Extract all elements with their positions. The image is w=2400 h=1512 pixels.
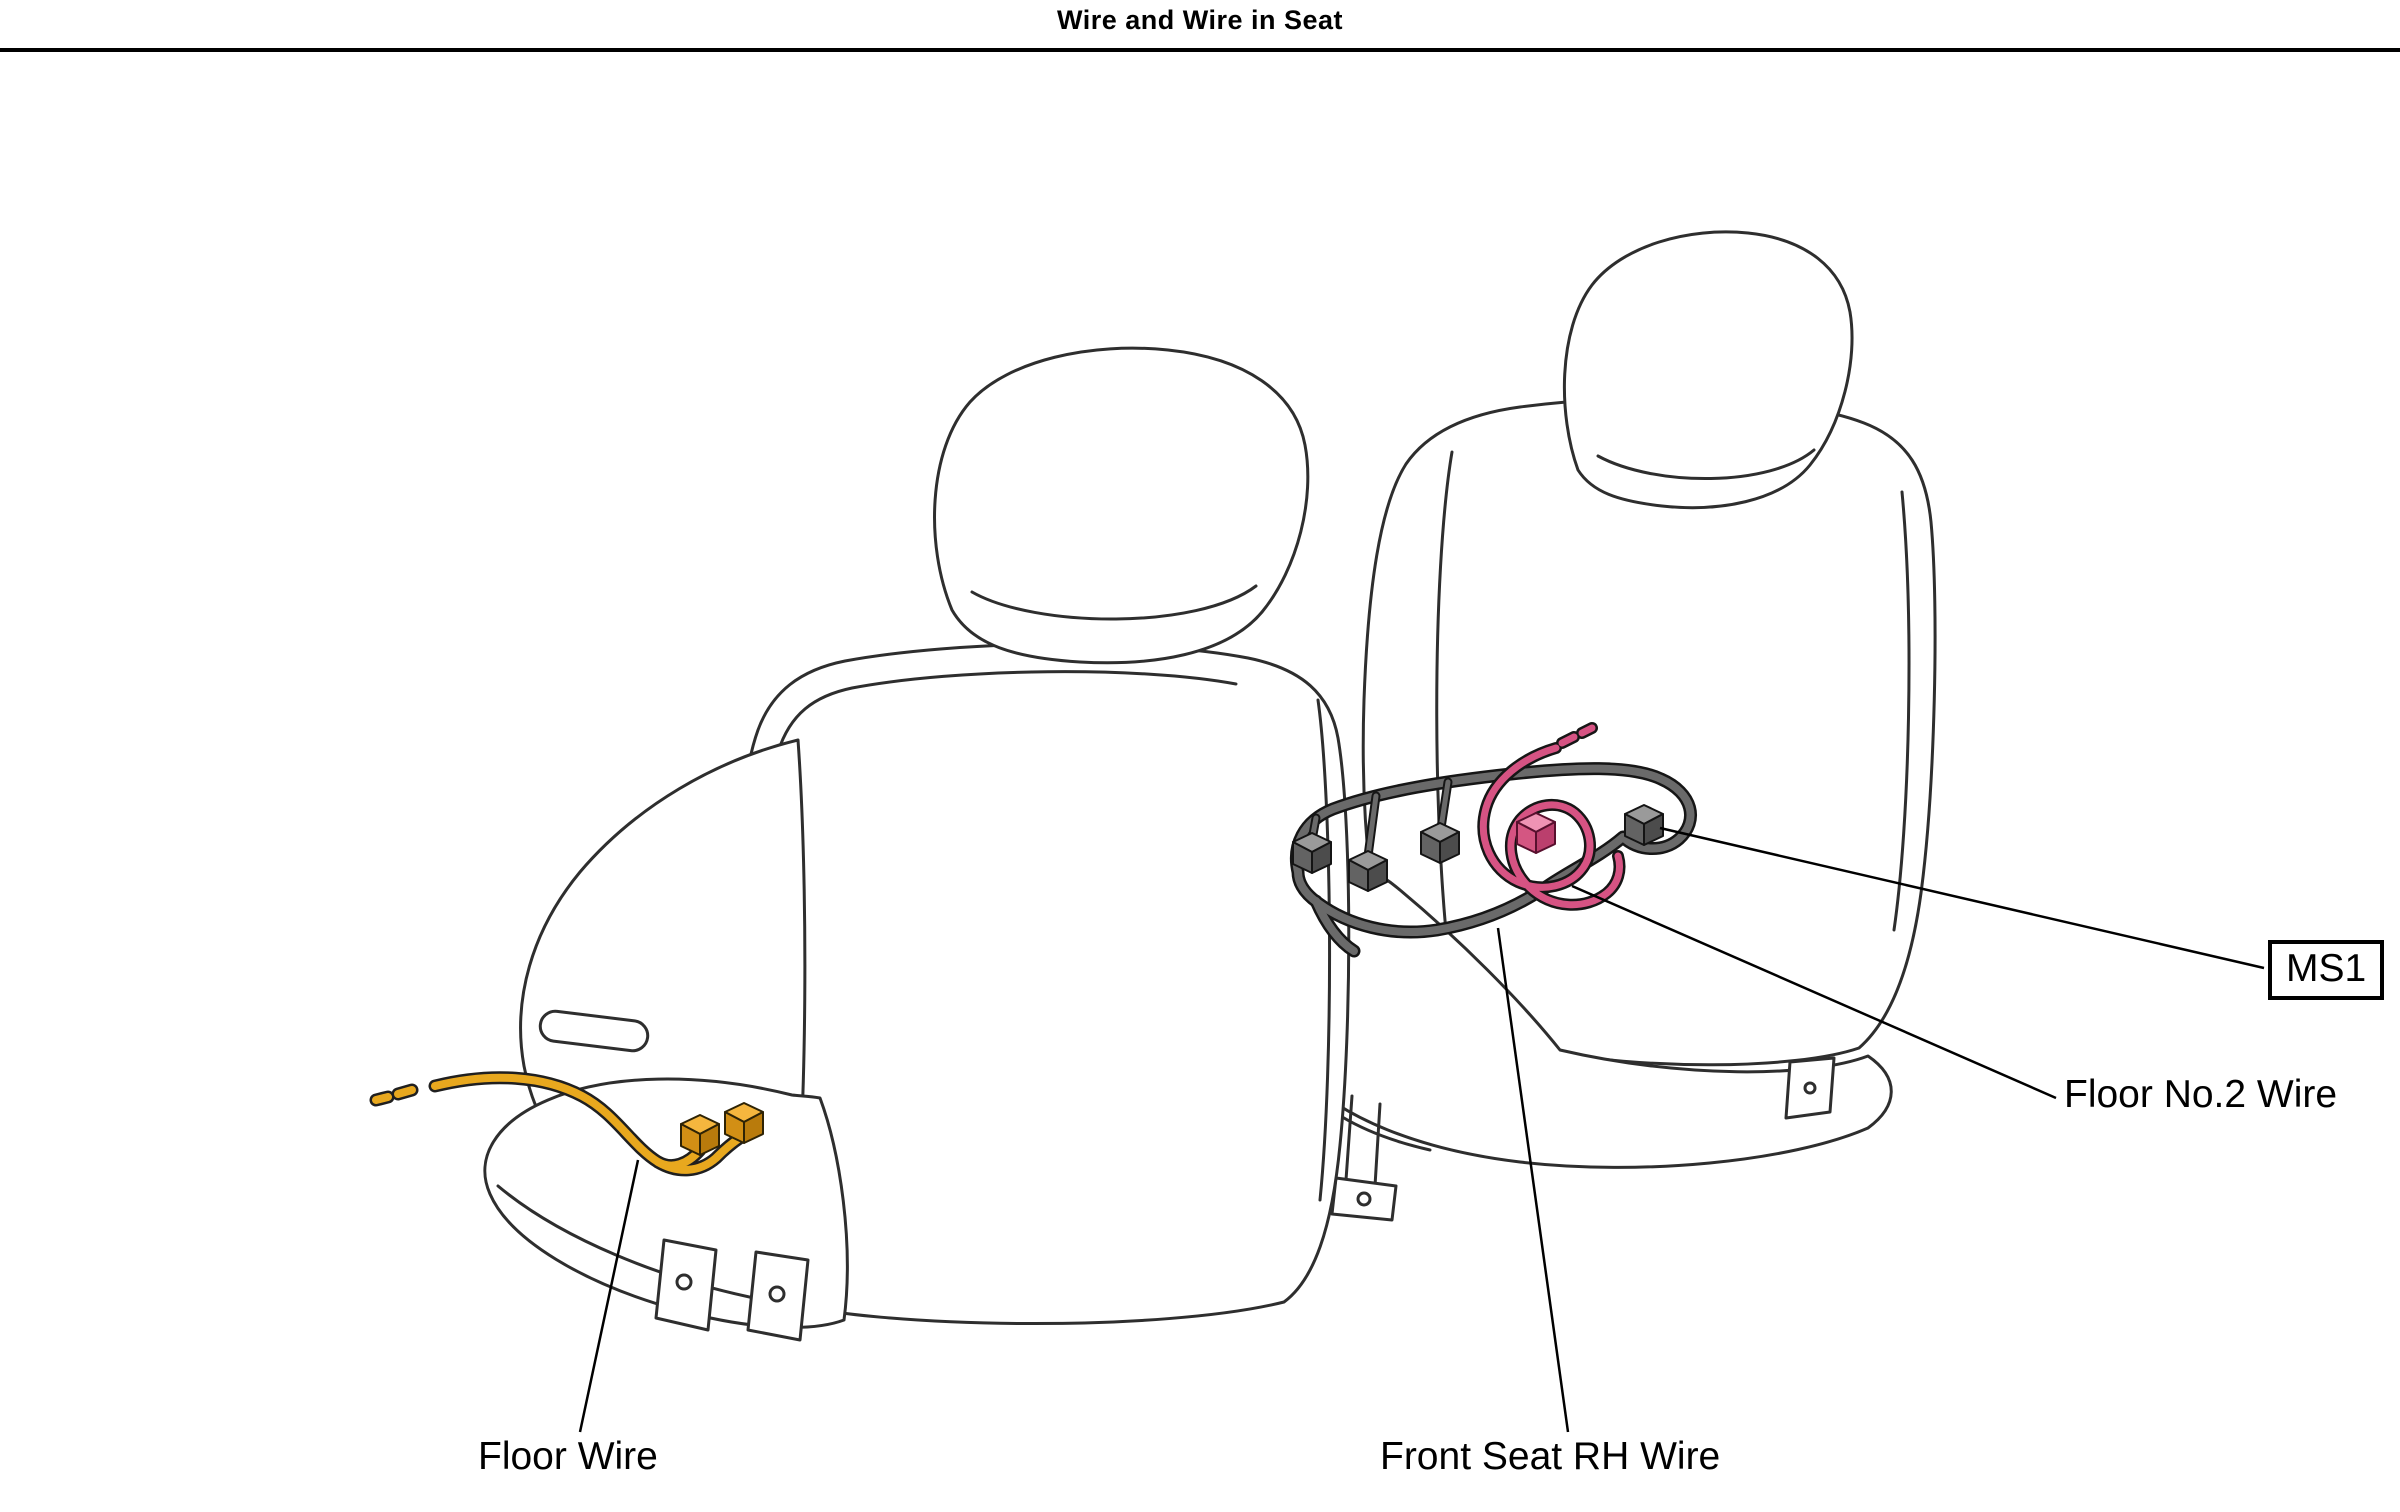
- pink-wire-dash: [1578, 724, 1596, 737]
- leader-lines: [578, 826, 2265, 1433]
- connector-face-right: [699, 1123, 720, 1156]
- left-seat-recliner-handle: [538, 1009, 650, 1053]
- pink-wire-core: [1479, 724, 1624, 909]
- left-seat-headrest-seam: [970, 584, 1258, 621]
- connector-face-right: [1311, 841, 1332, 874]
- harness-branch: [1312, 897, 1358, 955]
- floor-wire-connector-icon: [724, 1102, 764, 1144]
- harness-connector-icon: [1292, 832, 1332, 874]
- right-seat-foot-hole: [1356, 1191, 1372, 1207]
- right-seat-backrest: [1361, 396, 1937, 1067]
- floor-no2-wire-drawing: [1477, 722, 1626, 911]
- connector-stub: [1438, 779, 1451, 831]
- right-seat-foot-bracket: [1330, 1176, 1398, 1222]
- right-seat-foot-bracket: [1784, 1056, 1836, 1120]
- floor-wire-connector-icon: [680, 1114, 720, 1156]
- harness-connector-icon: [1420, 822, 1460, 864]
- left-seat-headrest: [933, 346, 1310, 665]
- floor-wire-label: Floor Wire: [478, 1435, 658, 1478]
- connector-stub: [1365, 793, 1379, 859]
- left-seat-foot-hole: [768, 1285, 786, 1303]
- connector-face-right: [743, 1111, 764, 1144]
- harness-core: [1292, 764, 1695, 955]
- pink-wire-dash: [1558, 733, 1578, 747]
- harness-loop: [1292, 764, 1695, 936]
- front-seat-rh-wire-label: Front Seat RH Wire: [1380, 1435, 1721, 1478]
- leader-line-floor-no2-wire: [1571, 884, 2057, 1100]
- floor-no2-connector-icon: [1516, 812, 1556, 854]
- right-seat-strut: [1344, 1094, 1354, 1182]
- right-seat-foot-hole: [1803, 1081, 1817, 1095]
- left-seat-base-skirt: [496, 1184, 766, 1302]
- connector-face-right: [1439, 831, 1460, 864]
- left-seat-foot-bracket: [746, 1250, 810, 1342]
- right-seat-illustration: [1256, 230, 1937, 1222]
- pink-wire-loop: [1479, 744, 1624, 909]
- ms1-callout-box: MS1: [2268, 940, 2385, 1000]
- left-seat-illustration: [483, 346, 1351, 1342]
- right-seat-backrest-seam-right: [1892, 490, 1911, 932]
- page-title: Wire and Wire in Seat: [1056, 5, 1344, 35]
- leader-line-ms1: [1659, 826, 2265, 970]
- floor-wire-drawing: [369, 1071, 761, 1177]
- leader-line-floor-wire: [578, 1159, 640, 1433]
- yellow-wire-dash: [394, 1086, 416, 1098]
- right-seat-headrest-seam: [1596, 448, 1816, 480]
- yellow-wire-dash: [372, 1093, 392, 1104]
- right-seat-strut: [1373, 1102, 1382, 1188]
- ms1-label: MS1: [2286, 947, 2367, 990]
- harness-connector-icon: [1348, 850, 1388, 892]
- right-seat-headrest: [1562, 230, 1854, 510]
- left-seat-foot-hole: [675, 1273, 693, 1291]
- connector-face-right: [1367, 859, 1388, 892]
- header-divider: [0, 48, 2400, 52]
- front-seat-rh-wire-drawing: [1289, 762, 1697, 958]
- ms1-connector-icon: [1624, 804, 1664, 846]
- left-seat-foot-bracket: [654, 1238, 718, 1332]
- connector-face-right: [1535, 821, 1556, 854]
- floor-no2-wire-label: Floor No.2 Wire: [2064, 1073, 2338, 1116]
- leader-line-front-seat-rh-wire: [1496, 927, 1570, 1433]
- connector-face-right: [1643, 813, 1664, 846]
